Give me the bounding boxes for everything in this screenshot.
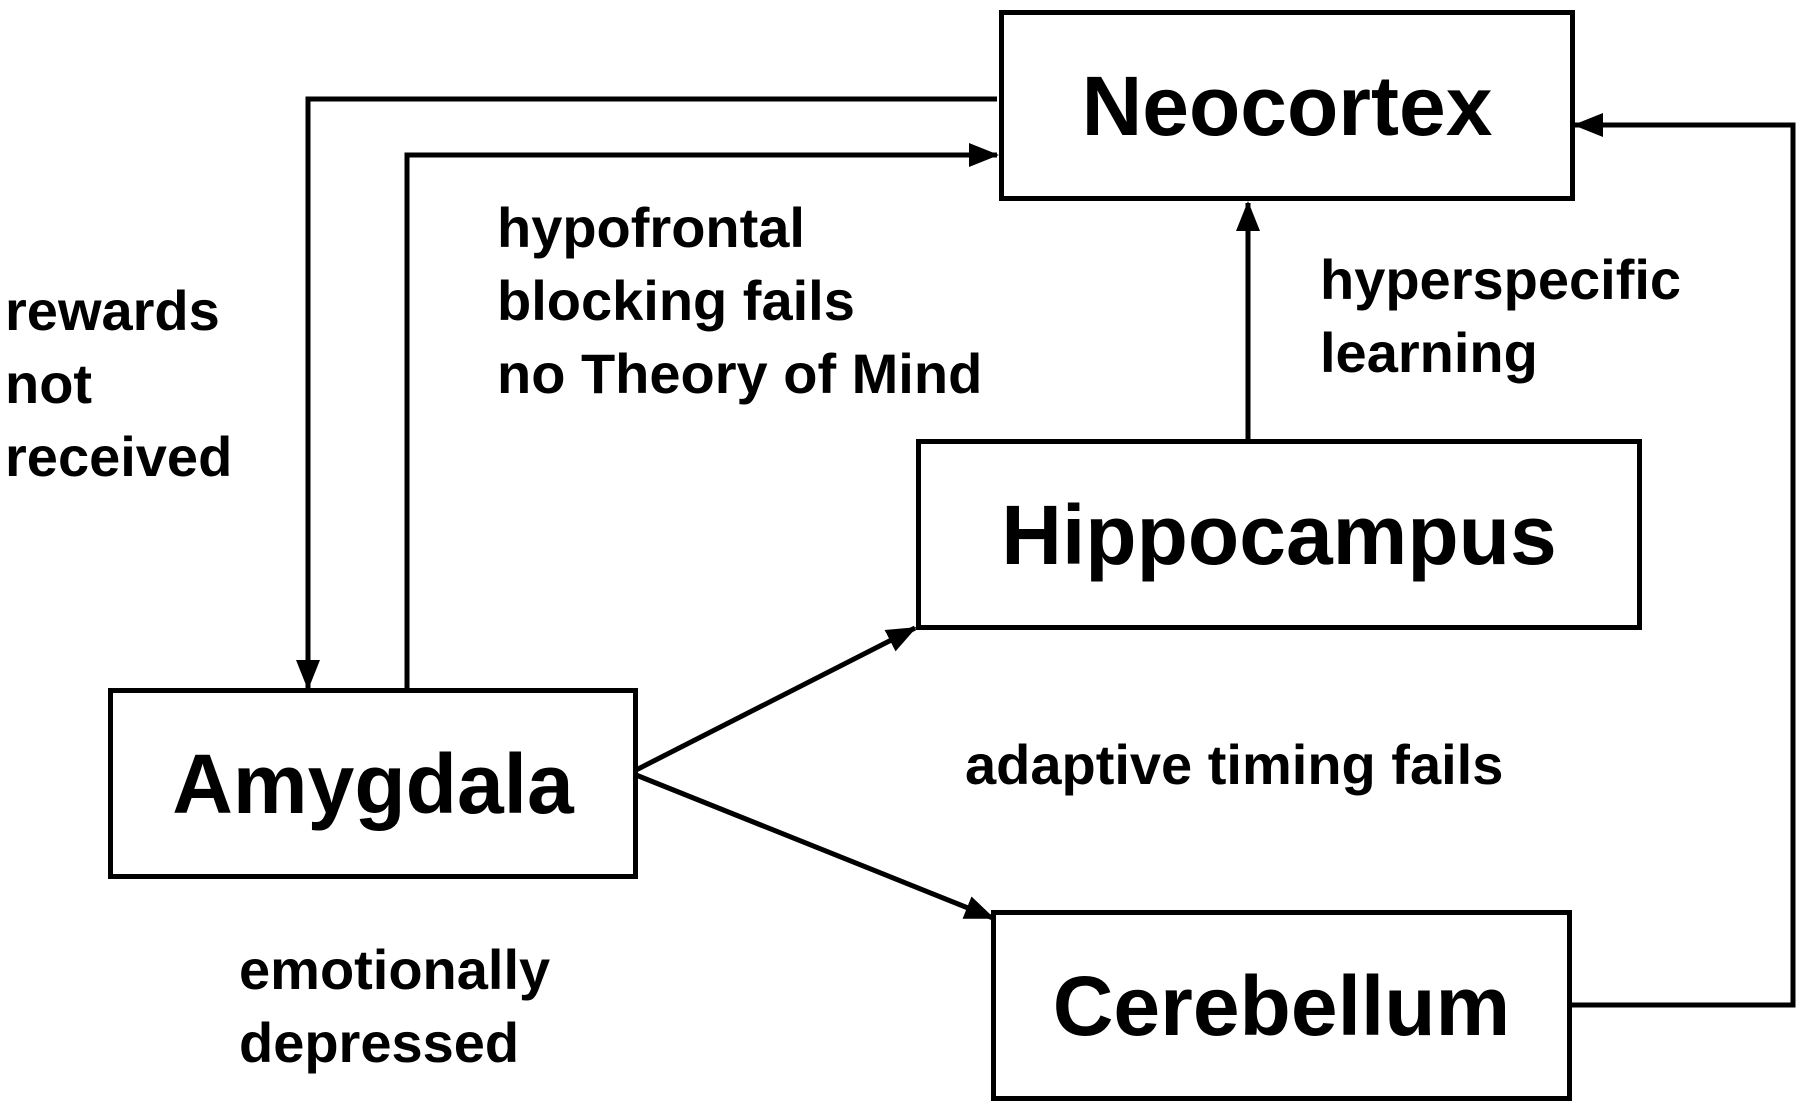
- rewards-not-received-label: rewards not received: [5, 274, 232, 493]
- emotionally-depressed-label: emotionally depressed: [239, 933, 550, 1079]
- hyperspecific-line-2: learning: [1320, 321, 1538, 384]
- hypofrontal-line-1: hypofrontal: [497, 196, 805, 259]
- emotional-line-1: emotionally: [239, 938, 551, 1001]
- hypofrontal-line-2: blocking fails: [497, 269, 855, 332]
- hypofrontal-label: hypofrontal blocking fails no Theory of …: [497, 191, 982, 410]
- hippocampus-label: Hippocampus: [1001, 487, 1557, 582]
- cerebellum-box: Cerebellum: [991, 910, 1572, 1101]
- hyperspecific-line-1: hyperspecific: [1320, 248, 1682, 311]
- rewards-line-3: received: [5, 425, 233, 488]
- neocortex-box: Neocortex: [999, 10, 1575, 201]
- amygdala-label: Amygdala: [172, 736, 574, 831]
- hyperspecific-learning-label: hyperspecific learning: [1320, 243, 1681, 389]
- cerebellum-label: Cerebellum: [1052, 958, 1511, 1053]
- adaptive-timing-fails-label: adaptive timing fails: [965, 728, 1503, 801]
- arrow-cerebellum-to-neocortex: [1570, 113, 1796, 1008]
- hippocampus-box: Hippocampus: [916, 439, 1642, 630]
- rewards-line-1: rewards: [5, 279, 220, 342]
- arrow-neocortex-to-amygdala: [296, 96, 997, 690]
- amygdala-box: Amygdala: [108, 688, 638, 879]
- neocortex-label: Neocortex: [1081, 58, 1493, 153]
- arrow-amygdala-to-hippocampus: [634, 625, 917, 773]
- arrow-amygdala-to-neocortex: [404, 143, 999, 690]
- emotional-line-2: depressed: [239, 1011, 520, 1074]
- hypofrontal-line-3: no Theory of Mind: [497, 342, 983, 405]
- adaptive-timing-line-1: adaptive timing fails: [965, 733, 1504, 796]
- arrow-amygdala-to-cerebellum: [635, 772, 995, 921]
- rewards-line-2: not: [5, 352, 93, 415]
